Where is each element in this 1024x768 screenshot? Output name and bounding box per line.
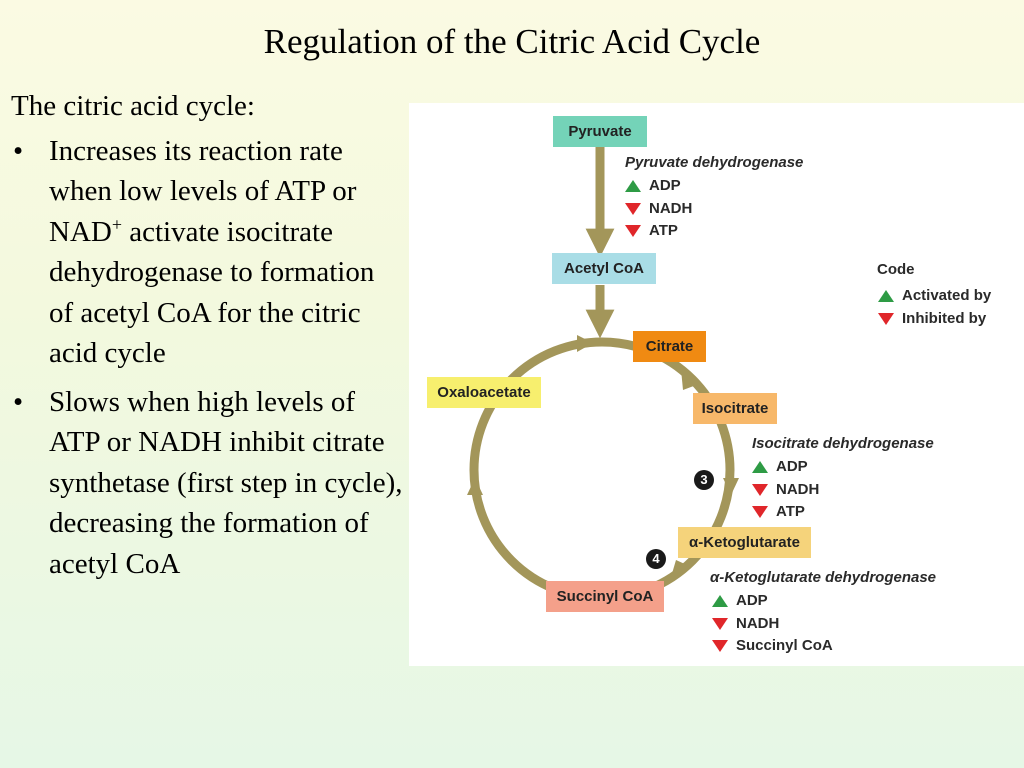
inhibited-triangle-icon — [752, 483, 768, 496]
regulator-row: ADP — [712, 590, 833, 613]
arrowhead-to-isocitrate — [681, 369, 699, 390]
node-citrate: Citrate — [633, 331, 706, 362]
regulator-row: ADP — [625, 175, 692, 198]
legend: Activated by Inhibited by — [878, 285, 991, 330]
regulator-row: NADH — [625, 198, 692, 221]
enzyme-pyruvate-dehydrogenase: Pyruvate dehydrogenase — [625, 154, 804, 171]
inhibited-triangle-icon — [625, 202, 641, 215]
regulator-row: Succinyl CoA — [712, 635, 833, 658]
regulator-label: Succinyl CoA — [736, 637, 833, 654]
inhibited-triangle-icon — [712, 640, 728, 653]
legend-activated-label: Activated by — [902, 287, 992, 304]
regulator-label: ATP — [776, 503, 805, 520]
arrowhead-to-succinyl — [671, 560, 687, 577]
text-column: The citric acid cycle: • Increases its r… — [11, 86, 403, 592]
superscript-plus: + — [111, 213, 122, 234]
bullet-text: Slows when high levels of ATP or NADH in… — [49, 385, 403, 580]
inhibited-triangle-icon — [752, 506, 768, 519]
inhibited-triangle-icon — [878, 312, 894, 325]
step-badge-3: 3 — [694, 470, 714, 490]
bullet-text-part: activate isocitrate dehydrogenase to for… — [49, 215, 375, 370]
regulator-label: ADP — [776, 458, 808, 475]
inhibited-triangle-icon — [625, 225, 641, 238]
slide-title: Regulation of the Citric Acid Cycle — [263, 22, 761, 61]
activated-triangle-icon — [625, 180, 641, 193]
activated-triangle-icon — [712, 595, 728, 608]
activated-triangle-icon — [752, 461, 768, 474]
node-acetyl-coa: Acetyl CoA — [552, 253, 656, 284]
citric-acid-cycle-figure: Pyruvate Acetyl CoA Citrate Isocitrate α… — [409, 103, 1024, 666]
enzyme-isocitrate-dehydrogenase: Isocitrate dehydrogenase — [752, 435, 934, 452]
regulator-label: ADP — [649, 177, 681, 194]
legend-row-inhibited: Inhibited by — [878, 308, 991, 331]
enzyme-ketoglutarate-dehydrogenase: α-Ketoglutarate dehydrogenase — [710, 569, 937, 586]
bullet-list: • Increases its reaction rate when low l… — [11, 131, 403, 585]
regulators-pyruvate-dehydrogenase: ADP NADH ATP — [625, 175, 692, 243]
arrowhead-to-citrate — [577, 335, 593, 352]
regulator-label: ADP — [736, 592, 768, 609]
bullet-item-increase: • Increases its reaction rate when low l… — [11, 131, 403, 374]
regulator-label: ATP — [649, 222, 678, 239]
inhibited-triangle-icon — [712, 617, 728, 630]
regulator-label: NADH — [649, 199, 693, 217]
bullet-item-slow: • Slows when high levels of ATP or NADH … — [11, 382, 403, 585]
bullet-glyph: • — [13, 385, 24, 418]
regulator-row: ATP — [625, 220, 692, 243]
regulator-label: NADH — [776, 480, 820, 498]
node-ketoglutarate: α-Ketoglutarate — [678, 527, 811, 558]
intro-text: The citric acid cycle: — [11, 90, 255, 122]
arrowhead-to-ketoglutarate — [723, 478, 739, 495]
bullet-text-part: Increases its reaction rate when low lev… — [49, 134, 357, 248]
regulator-row: NADH — [712, 613, 833, 636]
regulator-label: NADH — [736, 614, 780, 632]
node-isocitrate: Isocitrate — [693, 393, 777, 424]
legend-row-activated: Activated by — [878, 285, 991, 308]
regulators-isocitrate-dehydrogenase: ADP NADH ATP — [752, 456, 819, 524]
activated-triangle-icon — [878, 290, 894, 303]
arrowhead-to-oxaloacetate — [467, 478, 483, 495]
node-succinyl-coa: Succinyl CoA — [546, 581, 664, 612]
legend-title: Code — [877, 261, 915, 278]
regulator-row: ADP — [752, 456, 819, 479]
legend-inhibited-label: Inhibited by — [902, 309, 987, 327]
step-badge-4: 4 — [646, 549, 666, 569]
regulators-ketoglutarate-dehydrogenase: ADP NADH Succinyl CoA — [712, 590, 833, 658]
bullet-glyph: • — [13, 134, 24, 167]
regulator-row: NADH — [752, 479, 819, 502]
regulator-row: ATP — [752, 501, 819, 524]
node-oxaloacetate: Oxaloacetate — [427, 377, 541, 408]
node-pyruvate: Pyruvate — [553, 116, 647, 147]
